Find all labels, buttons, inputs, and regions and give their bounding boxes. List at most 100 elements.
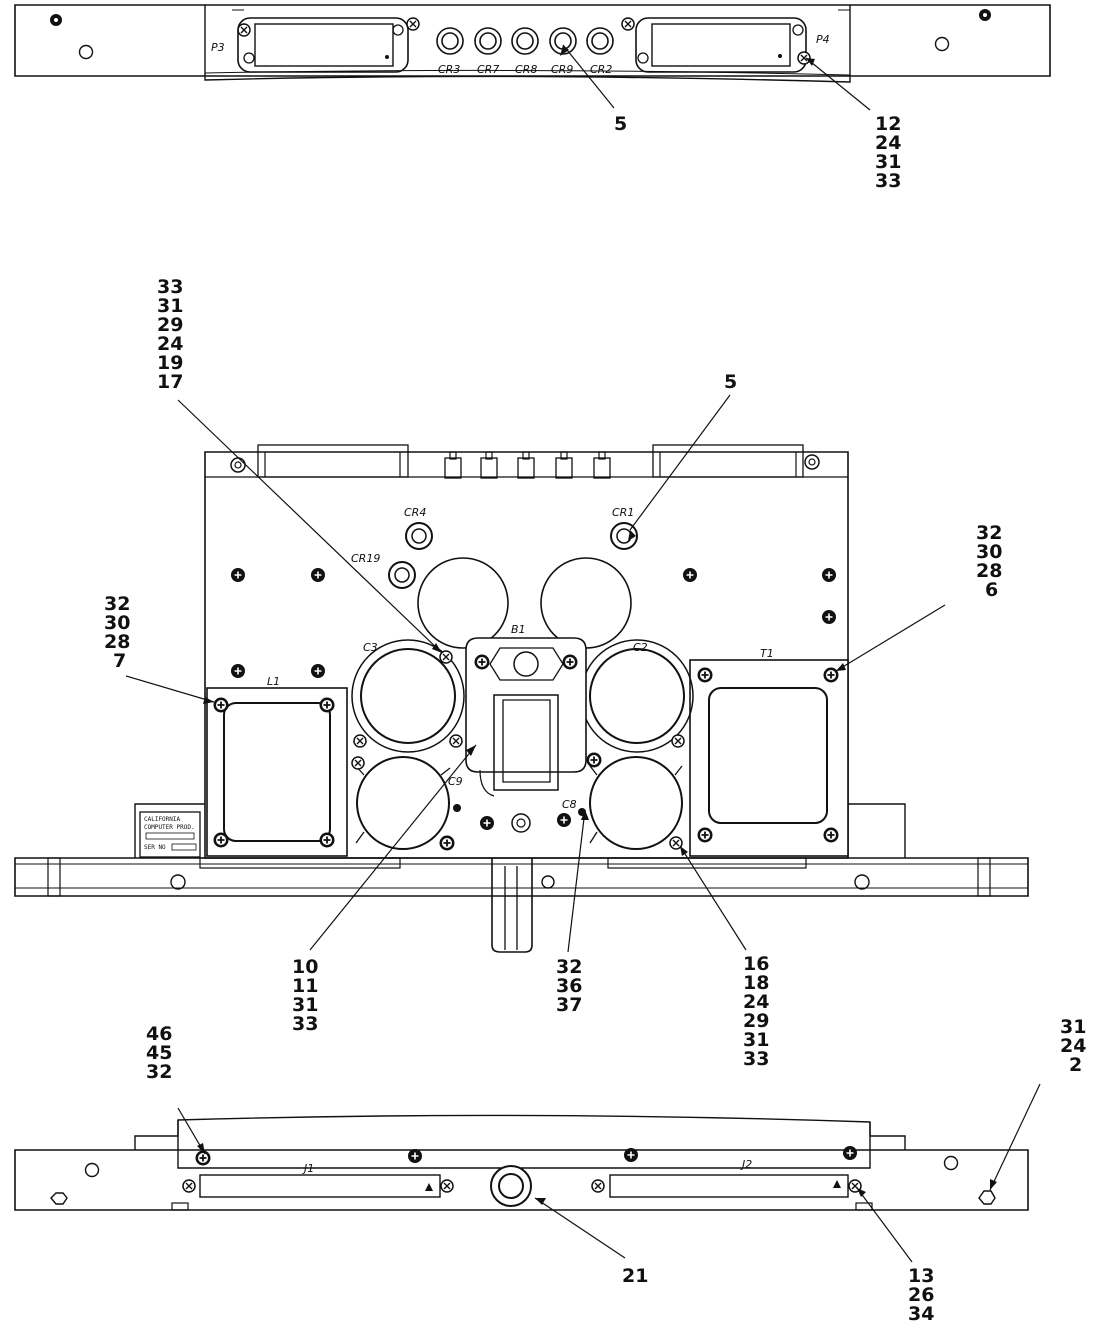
callout-number: 33	[292, 1013, 318, 1035]
callout-number: 6	[985, 579, 998, 601]
cr7-label: CR7	[477, 63, 499, 76]
callout-c8: 32 36 37	[556, 956, 582, 1016]
callout-number: 5	[724, 371, 737, 393]
callout-bottom-j2: 13 26 34	[908, 1265, 934, 1325]
c2-label: C2	[633, 641, 648, 654]
grommet	[490, 1165, 532, 1207]
callout-number: 26	[908, 1284, 934, 1306]
c8-label: C8	[562, 798, 577, 811]
connector-j2	[591, 1174, 862, 1198]
arrowheads	[197, 45, 997, 1205]
callout-number: 24	[157, 333, 183, 355]
inductor-l1	[206, 687, 348, 857]
cr4-label: CR4	[404, 506, 426, 519]
callout-number: 30	[976, 541, 1002, 563]
capacitor-c3	[351, 639, 465, 753]
p3-label: P3	[211, 41, 225, 54]
callout-number: 11	[292, 975, 318, 997]
capacitor-c9	[351, 756, 456, 852]
callout-number: 33	[743, 1048, 769, 1070]
callout-number: 19	[157, 352, 183, 374]
callout-number: 31	[743, 1029, 769, 1051]
b1-label: B1	[511, 623, 526, 636]
callout-number: 34	[908, 1303, 934, 1325]
led-cr19	[388, 561, 416, 589]
callout-number: 32	[146, 1061, 172, 1083]
callout-number: 45	[146, 1042, 172, 1064]
callout-top-cr9: 5	[614, 113, 627, 135]
t1-label: T1	[760, 647, 774, 660]
main-assembly-view: CALIFORNIA COMPUTER PROD. SER NO	[14, 444, 1029, 953]
callout-number: 32	[104, 593, 130, 615]
callout-number: 24	[1060, 1035, 1086, 1057]
callout-number: 7	[113, 650, 126, 672]
callout-number: 28	[976, 560, 1002, 582]
callout-l1: 32 30 28 7	[104, 593, 130, 672]
transformer-t1	[689, 659, 849, 857]
callout-number: 24	[743, 991, 769, 1013]
cr9-label: CR9	[551, 63, 573, 76]
j2-label: J2	[740, 1158, 752, 1171]
nameplate-line1: CALIFORNIA	[144, 816, 181, 823]
blower-b1	[465, 637, 587, 797]
callout-number: 31	[1060, 1016, 1086, 1038]
mounting-hole-left	[50, 14, 94, 60]
callout-bottom-right: 31 24 2	[1060, 1016, 1086, 1076]
led-indicator-row	[436, 27, 614, 55]
nameplate-ser: SER NO	[144, 844, 166, 851]
callout-t1: 32 30 28 6	[976, 522, 1002, 601]
top-panel-view: P3 P4 CR3 CR7 CR8 CR9 CR2	[14, 4, 1051, 83]
cr2-label: CR2	[590, 63, 612, 76]
c9-label: C9	[448, 775, 463, 788]
connector-j1	[182, 1174, 454, 1198]
capacitor-hole-right	[540, 557, 632, 649]
callout-bottom-j1: 46 45 32	[146, 1023, 172, 1083]
callout-c2-clamp: 16 18 24 29 31 33	[743, 953, 769, 1070]
bottom-panel-view: J1 J2	[14, 1114, 1029, 1211]
callout-number: 2	[1069, 1054, 1082, 1076]
callout-number: 29	[157, 314, 183, 336]
callout-number: 33	[157, 276, 183, 298]
j1-label: J1	[302, 1162, 314, 1175]
mounting-hole-right	[934, 9, 991, 52]
callout-number: 32	[556, 956, 582, 978]
callout-number: 13	[908, 1265, 934, 1287]
connector-p4	[635, 17, 811, 73]
callout-number: 17	[157, 371, 183, 393]
cr1-label: CR1	[612, 506, 634, 519]
callout-number: 36	[556, 975, 582, 997]
callout-top-p4-screw: 12 24 31 33	[875, 113, 901, 192]
leader-lines	[125, 44, 1041, 1263]
callout-number: 31	[875, 151, 901, 173]
nameplate-line2: COMPUTER PROD.	[144, 824, 195, 831]
p4-label: P4	[816, 33, 830, 46]
callout-number: 30	[104, 612, 130, 634]
power-cable	[491, 858, 533, 953]
callout-number: 16	[743, 953, 769, 975]
capacitor-hole-left	[417, 557, 509, 649]
cr8-label: CR8	[515, 63, 537, 76]
callout-number: 31	[292, 994, 318, 1016]
callout-b1: 10 11 31 33	[292, 956, 318, 1035]
callout-number: 46	[146, 1023, 172, 1045]
callout-b1-bracket: 33 31 29 24 19 17	[157, 276, 183, 393]
callout-number: 37	[556, 994, 582, 1016]
callout-number: 18	[743, 972, 769, 994]
capacitor-c8	[585, 751, 683, 850]
callout-number: 5	[614, 113, 627, 135]
callout-number: 10	[292, 956, 318, 978]
nameplate: CALIFORNIA COMPUTER PROD. SER NO	[139, 811, 201, 858]
callout-number: 29	[743, 1010, 769, 1032]
callout-number: 31	[157, 295, 183, 317]
led-cr4	[405, 522, 433, 550]
callout-number: 33	[875, 170, 901, 192]
cr19-label: CR19	[351, 552, 380, 565]
callout-bottom-grommet: 21	[622, 1265, 648, 1287]
l1-label: L1	[267, 675, 280, 688]
callout-cr1: 5	[724, 371, 737, 393]
callout-number: 12	[875, 113, 901, 135]
callout-number: 21	[622, 1265, 648, 1287]
callout-number: 32	[976, 522, 1002, 544]
callout-number: 24	[875, 132, 901, 154]
